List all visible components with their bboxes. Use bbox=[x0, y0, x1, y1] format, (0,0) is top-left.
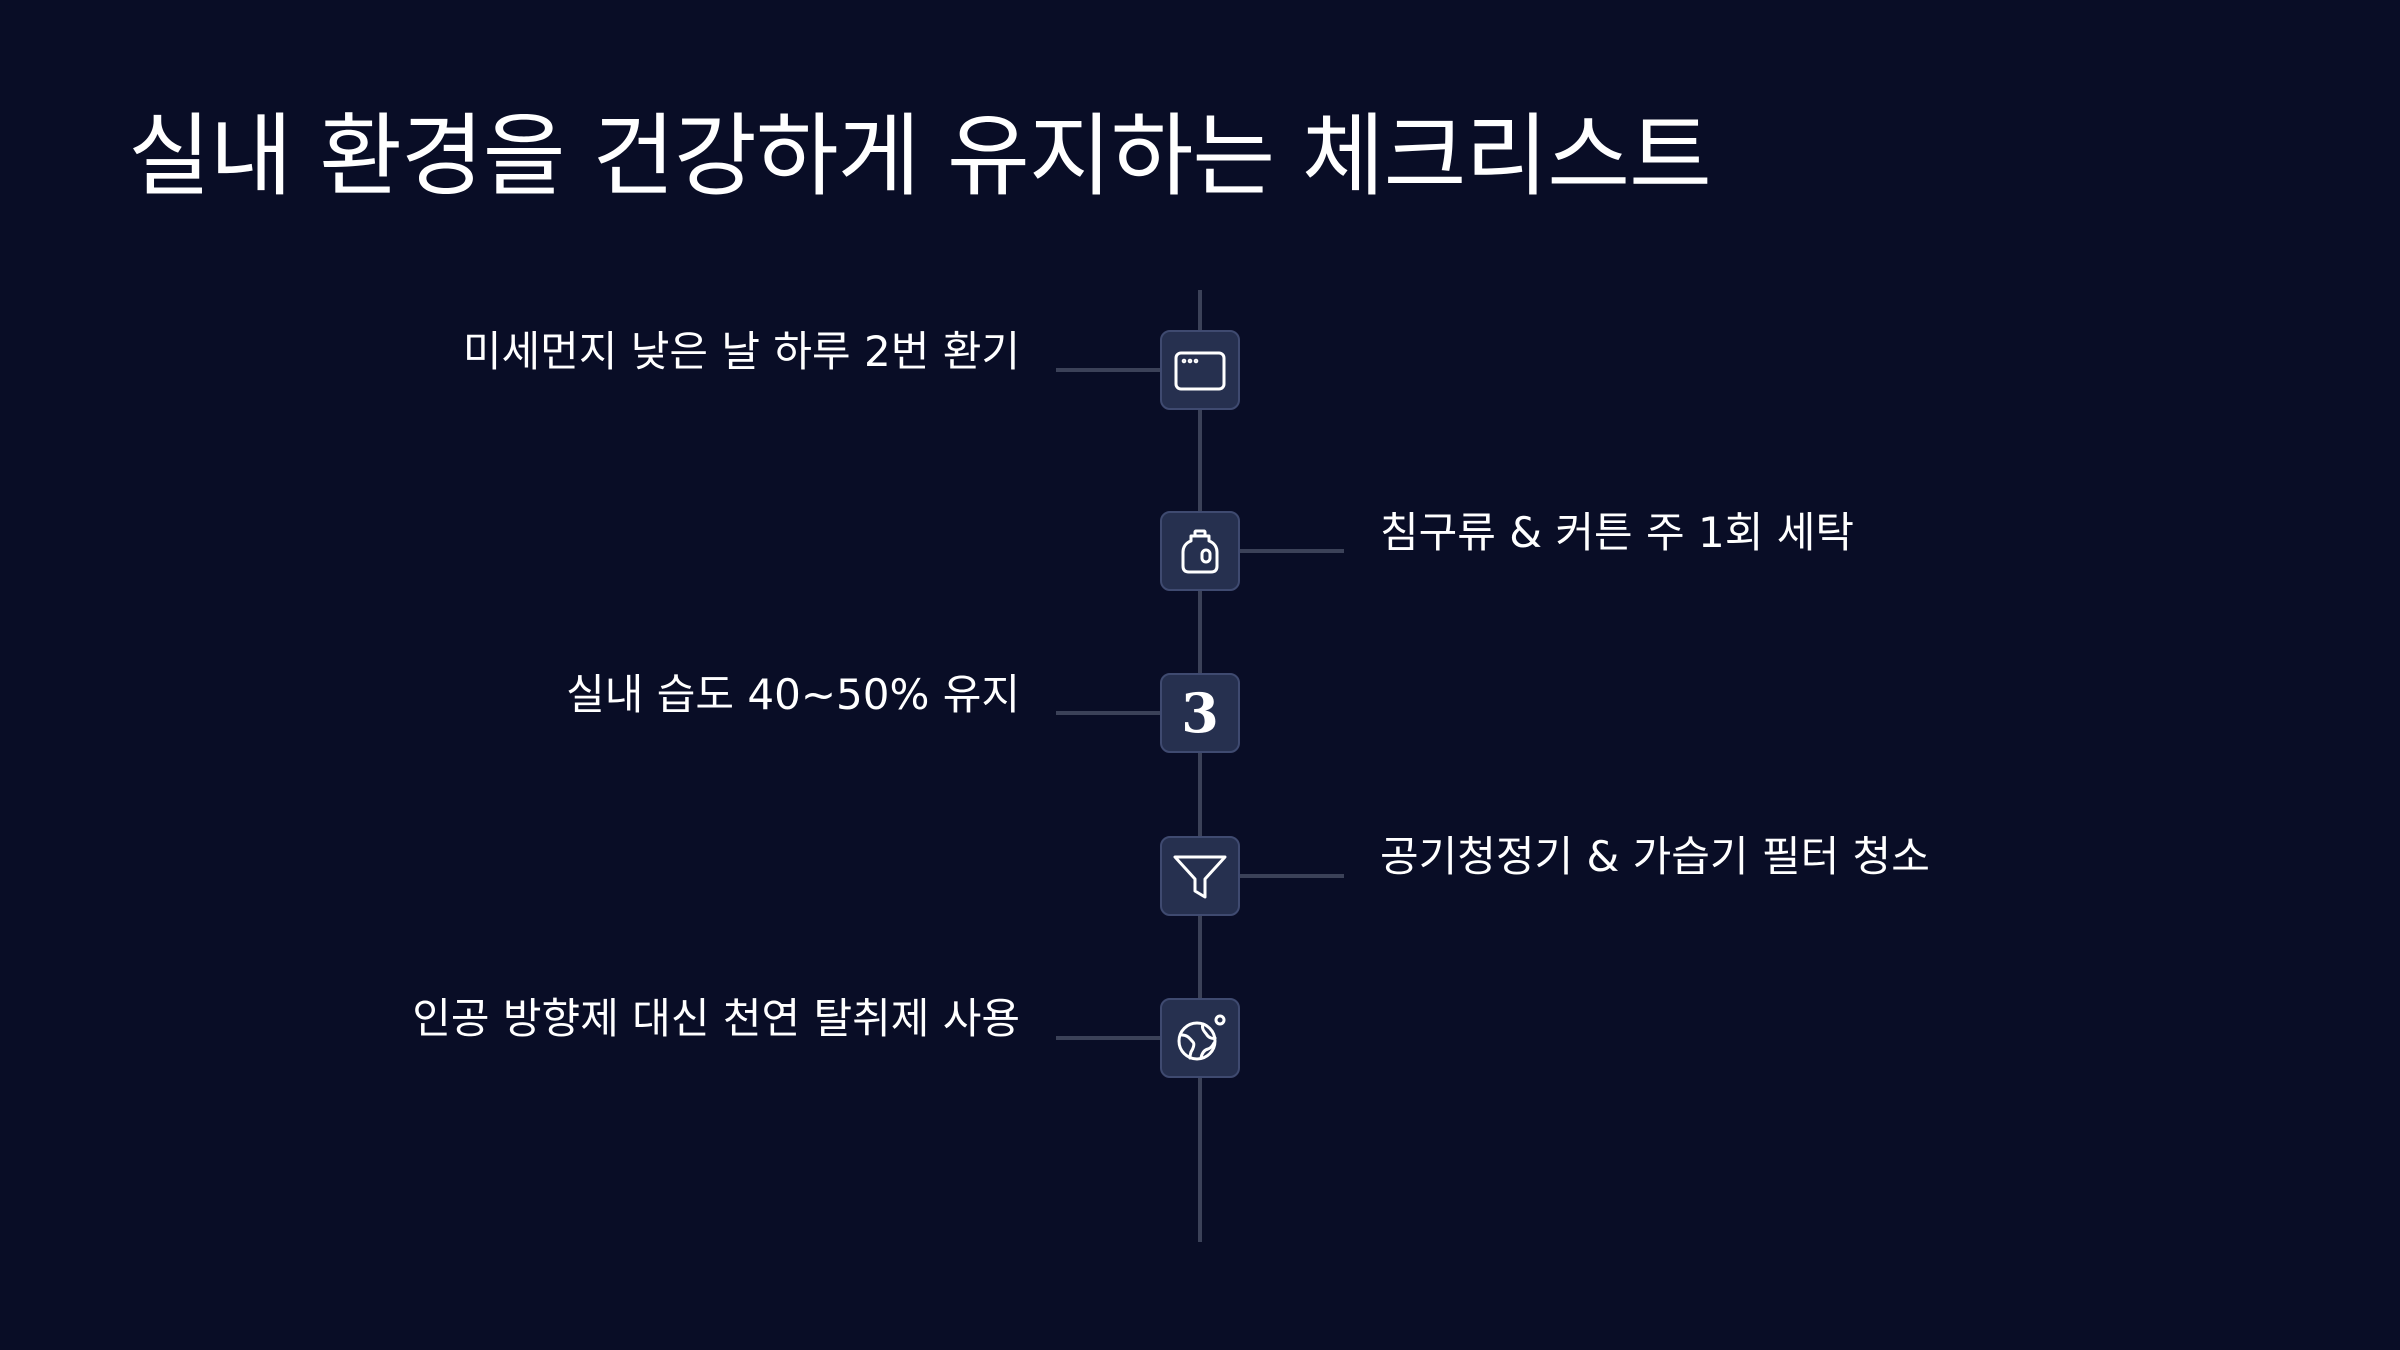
timeline-node: 3 bbox=[1160, 673, 1240, 753]
globe-weather-icon bbox=[1177, 1014, 1226, 1061]
browser-window-icon bbox=[1174, 351, 1226, 391]
checklist-item-text: 침구류 & 커튼 주 1회 세탁 bbox=[1380, 508, 1854, 557]
timeline-connector bbox=[1238, 549, 1344, 553]
filter-funnel-icon bbox=[1173, 855, 1227, 899]
timeline-connector bbox=[1056, 711, 1162, 715]
timeline-node bbox=[1160, 330, 1240, 410]
checklist-item-text: 인공 방향제 대신 천연 탈취제 사용 bbox=[412, 994, 1020, 1043]
timeline-node bbox=[1160, 511, 1240, 591]
checklist-item-text: 실내 습도 40~50% 유지 bbox=[566, 670, 1020, 719]
timeline-connector bbox=[1056, 368, 1162, 372]
timeline-node bbox=[1160, 836, 1240, 916]
slide-title: 실내 환경을 건강하게 유지하는 체크리스트 bbox=[128, 104, 1712, 209]
timeline-connector bbox=[1238, 874, 1344, 878]
detergent-bottle-icon bbox=[1181, 529, 1219, 574]
timeline-node bbox=[1160, 998, 1240, 1078]
timeline-axis bbox=[1198, 290, 1202, 1242]
checklist-item-text: 공기청정기 & 가습기 필터 청소 bbox=[1380, 832, 1930, 881]
checklist-item-text: 미세먼지 낮은 날 하루 2번 환기 bbox=[462, 327, 1020, 376]
number-three-icon: 3 bbox=[1181, 681, 1219, 745]
timeline-connector bbox=[1056, 1036, 1162, 1040]
